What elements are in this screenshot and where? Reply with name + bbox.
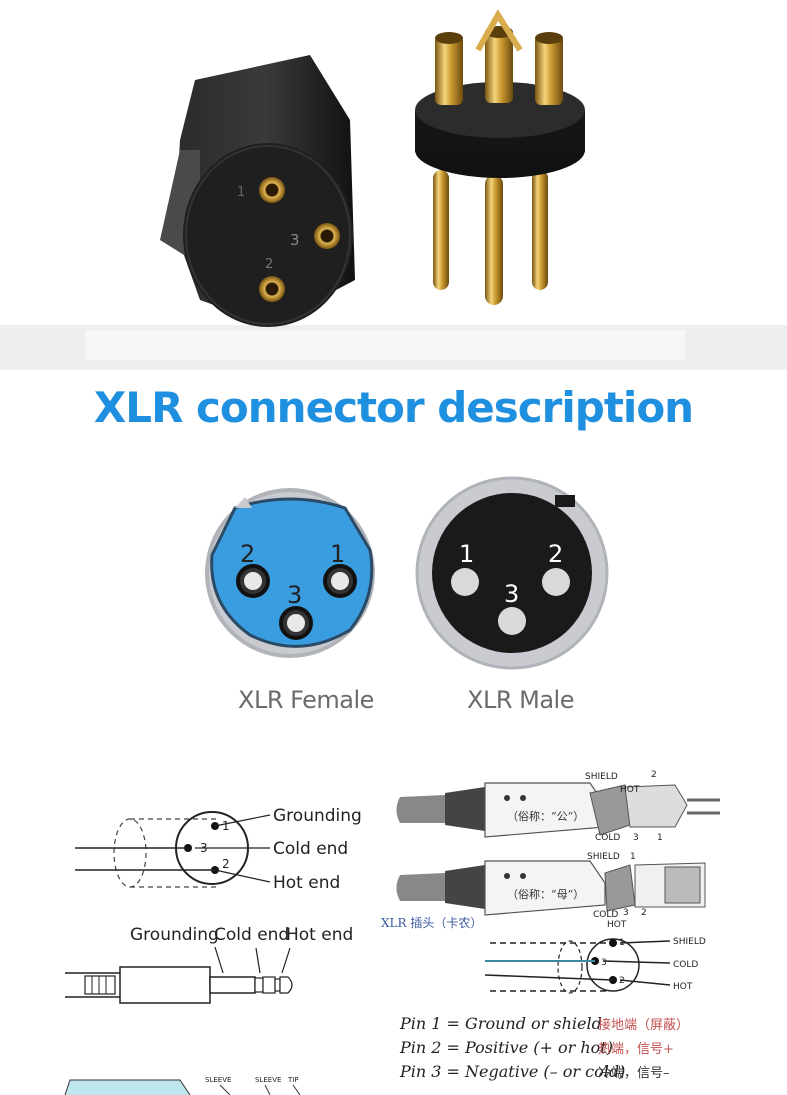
female-pin-2-label: 2 (240, 540, 255, 568)
female-plug-drawing: （俗称：“母”） SHIELD COLD HOT 1 3 2 (396, 852, 706, 930)
male-plug-drawing: （俗称：“公”） SHIELD HOT COLD 2 3 1 (396, 770, 720, 843)
male-pin-3-label: 3 (504, 580, 519, 608)
legend-pin2-cn: 热端，信号+ (598, 1042, 674, 1057)
female-pin-3: 3 (623, 908, 629, 918)
schematic-pin-3: 3 (601, 958, 607, 968)
male-pin-2: 2 (651, 770, 657, 780)
jack2-sleeve-2: SLEEVE (255, 1076, 281, 1084)
female-pin-2: 2 (641, 908, 647, 918)
photo-pin-1: 1 (237, 185, 245, 200)
female-pin-1-label: 1 (330, 540, 345, 568)
schematic-shield: SHIELD (673, 937, 706, 947)
male-pin-1: 1 (657, 833, 663, 843)
wiring-pin-2: 2 (222, 857, 230, 871)
wiring-pin-1: 1 (222, 819, 230, 833)
jack-diagram: Grounding Cold end Hot end (65, 925, 353, 1004)
female-connector-photo: 1 3 2 (160, 55, 355, 327)
schematic-pin-2: 2 (619, 976, 625, 986)
legend-pin3: Pin 3 = Negative (– or cold) (399, 1062, 625, 1081)
schematic-cold: COLD (673, 960, 698, 970)
male-pin-1-label: 1 (459, 540, 474, 568)
male-pin-2-label: 2 (548, 540, 563, 568)
plug-diagram: （俗称：“公”） SHIELD HOT COLD 2 3 1 （俗称：“母”） … (381, 770, 720, 1081)
male-shield-label: SHIELD (585, 772, 618, 782)
pinout-diagrams: 2 1 3 1 2 3 (205, 476, 609, 670)
female-cold-label: COLD (593, 910, 618, 920)
female-pin-1: 1 (630, 852, 636, 862)
female-hot-label: HOT (607, 920, 627, 930)
female-pin-3-label: 3 (287, 581, 302, 609)
male-insert-photo (415, 9, 585, 305)
male-pinout: 1 2 3 (415, 476, 609, 670)
wiring-schematic: 1 3 2 Grounding Cold end Hot end (75, 806, 362, 893)
jack-diagram-2: SLEEVE SLEEVE TIP (64, 1076, 301, 1095)
jack-label-cold: Cold end (214, 925, 289, 945)
schematic-pin-1: 1 (619, 938, 625, 948)
female-caption: XLR Female (238, 686, 374, 714)
female-pinout: 2 1 3 (205, 488, 375, 658)
jack-label-grounding: Grounding (130, 925, 219, 945)
plug-schematic: 1 3 2 SHIELD COLD HOT (484, 937, 706, 994)
wiring-pin-3: 3 (200, 841, 208, 855)
male-caption: XLR Male (467, 686, 574, 714)
jack2-sleeve-1: SLEEVE (205, 1076, 231, 1084)
jack2-tip: TIP (287, 1076, 299, 1084)
legend-pin1-cn: 接地端（屏蔽） (598, 1017, 689, 1033)
male-cold-label: COLD (595, 833, 620, 843)
wiring-label-hot: Hot end (273, 873, 340, 893)
female-plug-note: （俗称：“母”） (507, 887, 584, 901)
legend-pin3-cn: 冷端，信号– (598, 1066, 670, 1081)
pin-legend: Pin 1 = Ground or shield 接地端（屏蔽） Pin 2 =… (399, 1014, 689, 1081)
legend-pin1: Pin 1 = Ground or shield (399, 1014, 602, 1033)
male-pin-3: 3 (633, 833, 639, 843)
photo-pin-3: 3 (290, 231, 300, 249)
photo-pin-2: 2 (265, 257, 273, 272)
schematic-hot: HOT (673, 982, 693, 992)
legend-pin2: Pin 2 = Positive (+ or hot) (399, 1038, 613, 1057)
product-photo: 1 3 2 (0, 0, 787, 370)
wiring-diagram: 1 3 2 Grounding Cold end Hot end Groundi… (64, 806, 362, 1095)
male-plug-note: （俗称：“公”） (507, 809, 584, 823)
male-hot-label: HOT (620, 785, 640, 795)
plug-caption: XLR 插头（卡农） (381, 916, 482, 930)
female-shield-label: SHIELD (587, 852, 620, 862)
wiring-label-grounding: Grounding (273, 806, 362, 826)
wiring-label-cold: Cold end (273, 839, 348, 859)
page-title: XLR connector description (93, 383, 694, 432)
jack-label-hot: Hot end (286, 925, 353, 945)
